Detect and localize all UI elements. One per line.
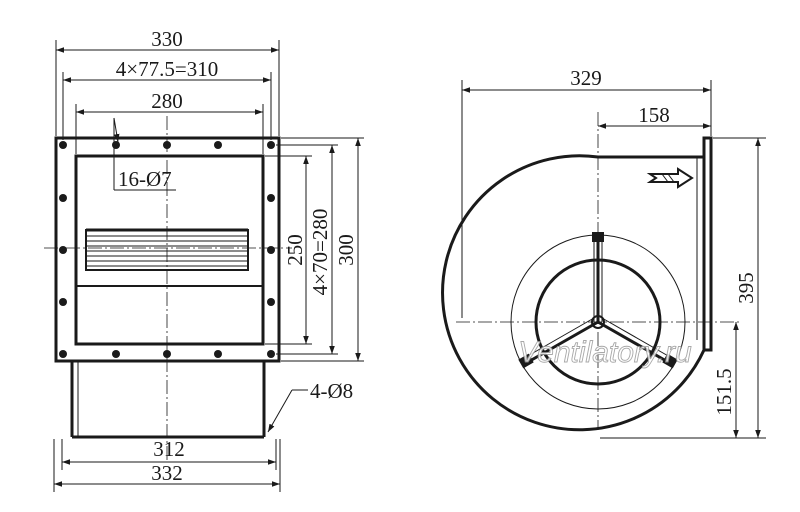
dim-base-width: 312 bbox=[153, 437, 185, 461]
dim-opening-width: 280 bbox=[151, 89, 183, 113]
dim-shaft-height: 151.5 bbox=[712, 368, 736, 415]
dim-opening-height: 250 bbox=[283, 234, 307, 266]
dim-overall-height: 300 bbox=[334, 234, 358, 266]
airflow-arrow-icon bbox=[646, 167, 694, 189]
side-view: 329 158 395 151.5 bbox=[441, 66, 766, 439]
flange-holes bbox=[59, 141, 275, 358]
label-foot-holes: 4-Ø8 bbox=[310, 379, 353, 403]
dim-overall-depth: 329 bbox=[570, 66, 602, 90]
dim-overall-width: 330 bbox=[151, 27, 183, 51]
dim-hole-spacing-top: 4×77.5=310 bbox=[116, 57, 218, 81]
dim-base-overall: 332 bbox=[151, 461, 183, 485]
dim-outlet-offset: 158 bbox=[638, 103, 670, 127]
scroll-housing bbox=[441, 154, 706, 432]
flange-opening bbox=[74, 154, 265, 346]
watermark: Ventilatory.ru bbox=[518, 336, 692, 369]
label-flange-holes: 16-Ø7 bbox=[118, 167, 172, 191]
motor-support bbox=[518, 232, 678, 369]
dim-side-overall-height: 395 bbox=[734, 272, 758, 304]
flange-outer bbox=[54, 136, 281, 363]
front-view: 330 4×77.5=310 280 16-Ø7 250 4×70=280 30… bbox=[44, 27, 364, 492]
dim-hole-spacing-side: 4×70=280 bbox=[308, 209, 332, 296]
outlet-flange bbox=[702, 136, 713, 352]
